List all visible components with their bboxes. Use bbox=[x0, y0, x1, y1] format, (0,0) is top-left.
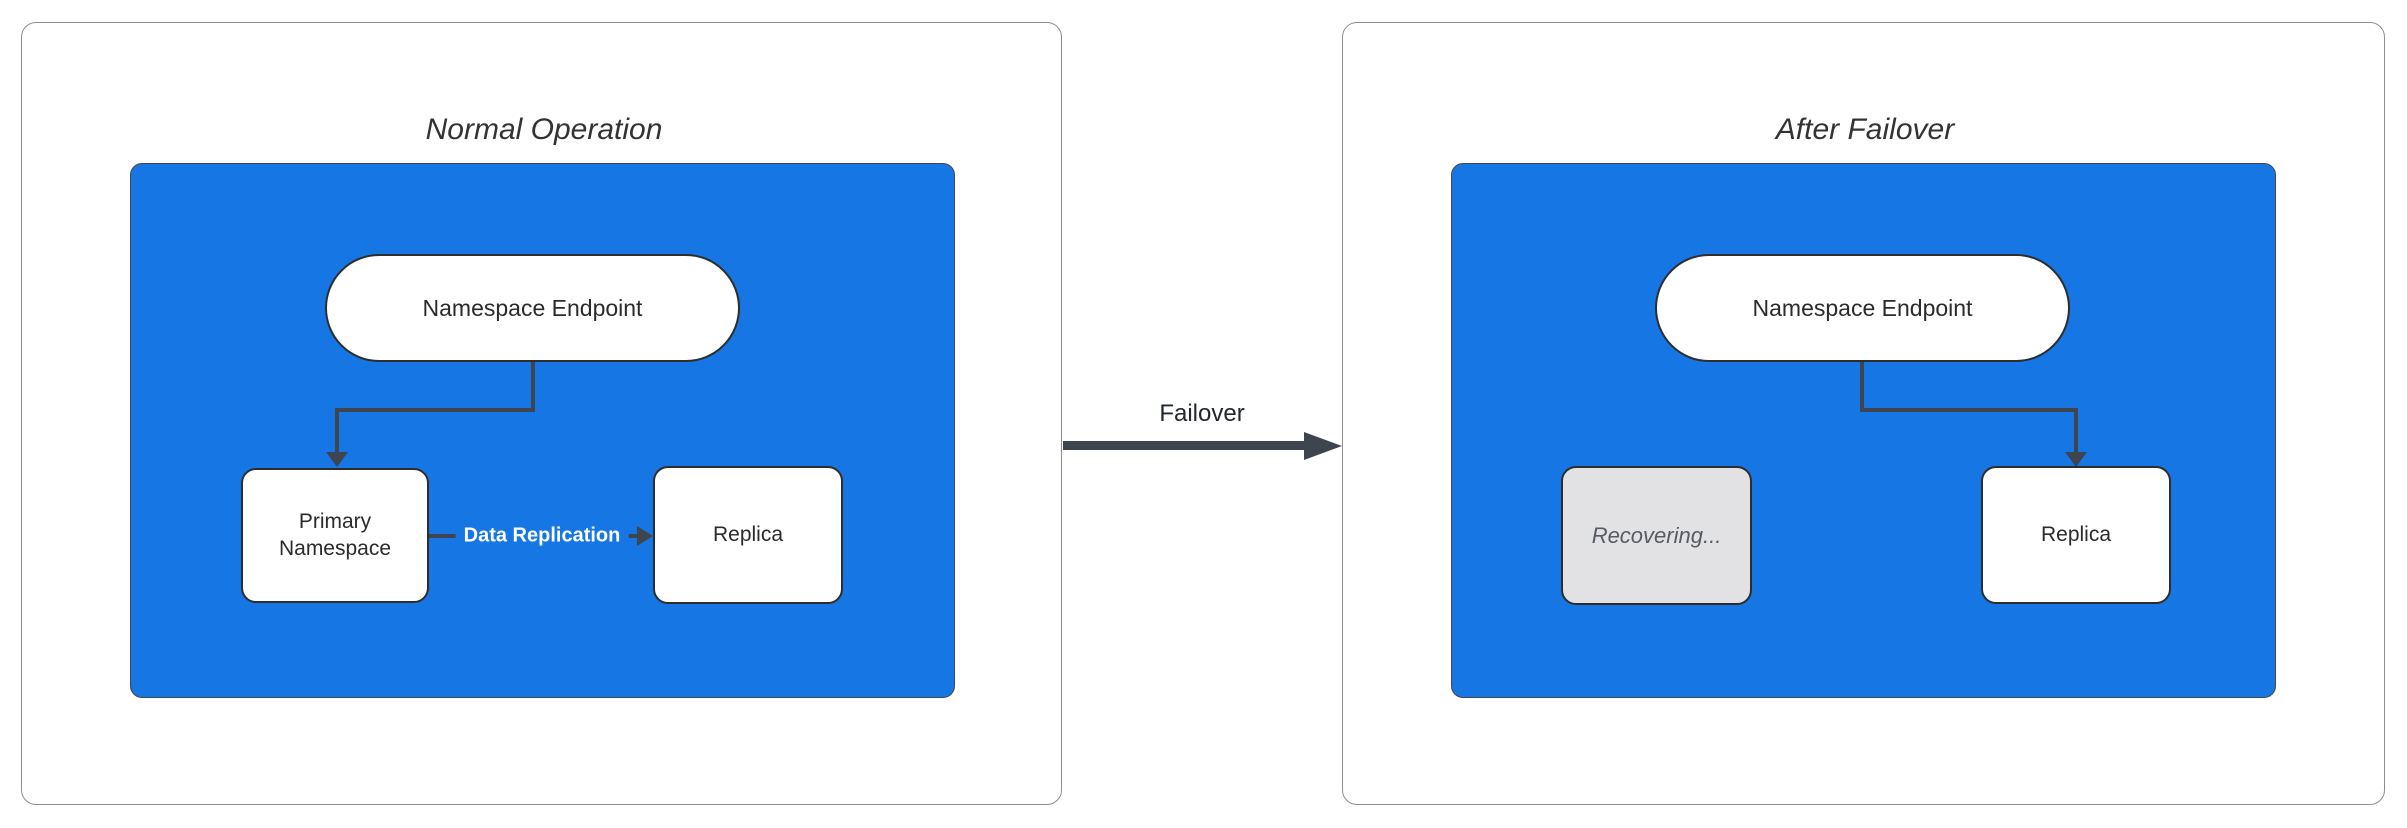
node-recovering: Recovering... bbox=[1561, 466, 1752, 605]
node-label: Replica bbox=[712, 522, 784, 546]
failover-arrowhead-icon bbox=[1304, 432, 1342, 460]
panel-title-normal-operation: Normal Operation bbox=[425, 113, 663, 146]
node-primary-namespace: Primary Namespace bbox=[241, 468, 429, 603]
node-replica-left: Replica bbox=[653, 466, 843, 604]
edge-endpoint-to-replica-seg1 bbox=[1860, 361, 1864, 412]
failover-arrow-line bbox=[1063, 441, 1306, 450]
node-label: Replica bbox=[2040, 522, 2112, 546]
node-label: Namespace Endpoint bbox=[422, 294, 643, 321]
edge-endpoint-to-primary-seg2 bbox=[335, 408, 535, 412]
namespace-container-right bbox=[1451, 163, 2276, 698]
edge-endpoint-to-replica-seg2 bbox=[1860, 408, 2078, 412]
edge-endpoint-to-primary-seg1 bbox=[531, 361, 535, 412]
arrowhead-down-icon bbox=[326, 452, 348, 467]
node-namespace-endpoint-right: Namespace Endpoint bbox=[1655, 254, 2070, 362]
node-label: Primary Namespace bbox=[278, 510, 392, 560]
arrowhead-down-icon bbox=[2065, 452, 2087, 467]
node-replica-right: Replica bbox=[1981, 466, 2171, 604]
edge-label-data-replication: Data Replication bbox=[455, 522, 629, 550]
edge-endpoint-to-primary-seg3 bbox=[335, 408, 339, 454]
node-label: Recovering... bbox=[1591, 522, 1722, 548]
edge-endpoint-to-replica-seg3 bbox=[2074, 408, 2078, 454]
panel-title-after-failover: After Failover bbox=[1775, 113, 1955, 146]
arrowhead-right-icon bbox=[637, 526, 653, 546]
namespace-container-left bbox=[130, 163, 955, 698]
node-namespace-endpoint-left: Namespace Endpoint bbox=[325, 254, 740, 362]
node-label: Namespace Endpoint bbox=[1752, 294, 1973, 321]
failover-arrow-label: Failover bbox=[1159, 400, 1245, 427]
